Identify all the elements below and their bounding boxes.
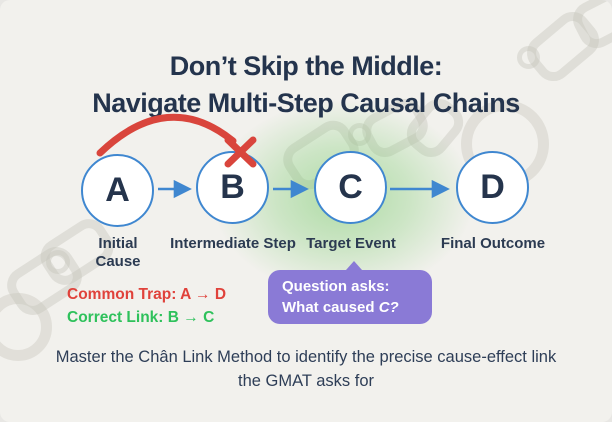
node-d: D [456,151,529,224]
footer-text: Master the Chân Link Method to identify … [10,345,602,393]
title-line-2: Navigate Multi-Step Causal Chains [92,88,520,119]
chain-connector-icon [46,250,70,274]
chain-connector-icon [517,46,540,69]
footer-line-2: the GMAT asks for [237,372,374,390]
footer-line-1: Master the Chân Link Method to identify … [55,348,557,366]
page-title: Don’t Skip the Middle: Navigate Multi-St… [0,48,612,122]
node-a-label: Initial Cause [95,235,141,270]
node-b: B [196,151,269,224]
node-d-letter: D [480,168,505,206]
node-a: A [81,154,154,227]
callout-line-1: Question asks: [282,278,390,295]
chain-ring-icon [0,293,52,361]
node-c: C [314,151,387,224]
correct-link-text: Correct Link: B → C [67,309,215,326]
callout-line-2: What caused C? [282,299,399,316]
node-b-label: Intermediate Step [170,235,296,252]
common-trap-text: Common Trap: A → D [67,286,227,303]
node-b-letter: B [220,168,245,206]
node-c-label: Target Event [306,235,396,252]
title-line-1: Don’t Skip the Middle: [169,51,443,82]
node-d-label: Final Outcome [440,235,546,252]
node-c-letter: C [338,168,363,206]
node-a-letter: A [105,171,130,209]
question-callout: Question asks: What caused C? [268,261,432,324]
